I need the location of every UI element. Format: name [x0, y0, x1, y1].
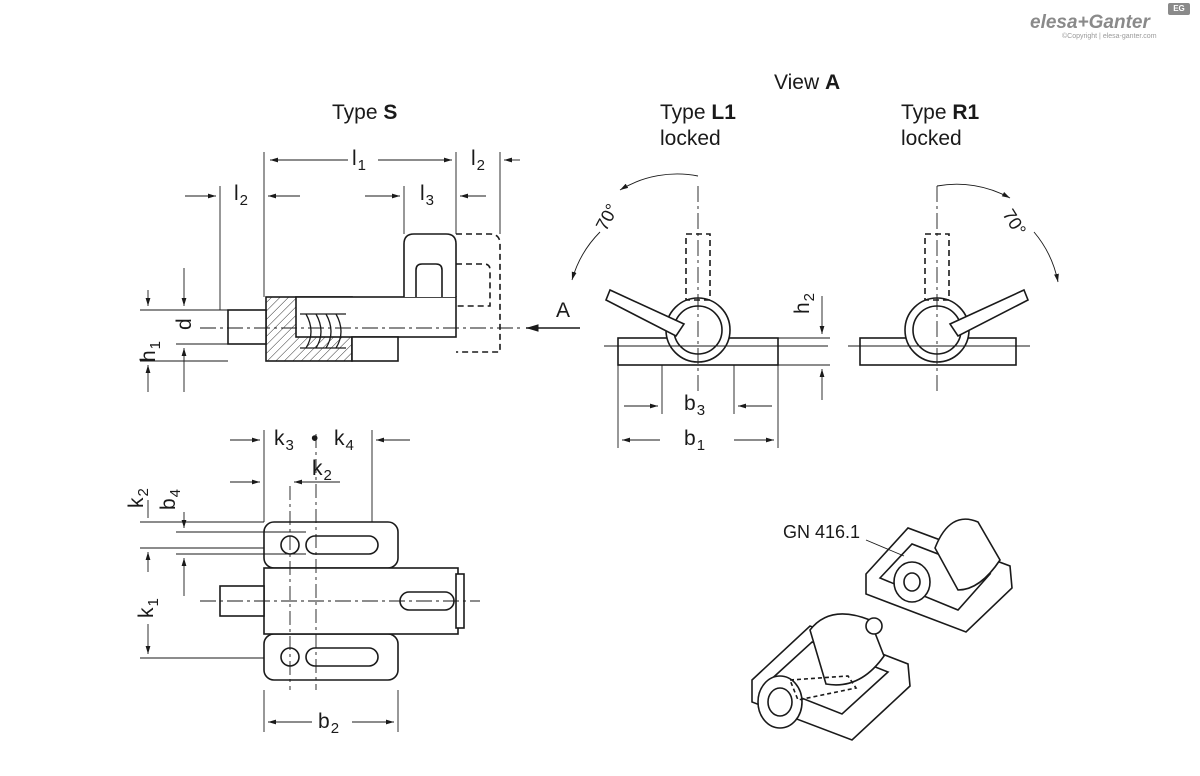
type-l1-view	[571, 173, 828, 394]
dim-l2-left: l2	[234, 182, 249, 209]
spring	[300, 313, 346, 349]
type-l1-dimension-lines	[617, 296, 830, 448]
dim-b2: b2	[318, 710, 340, 737]
brand-copyright: ©Copyright | elesa-ganter.com	[1062, 33, 1157, 40]
arrow-a-label: A	[556, 299, 571, 322]
type-s-side-view	[200, 233, 520, 362]
product-illustration-gn416	[865, 518, 1013, 633]
angle-label-r1: 70°	[999, 206, 1030, 240]
dim-b4: b4	[157, 488, 184, 510]
dim-l3: l3	[420, 182, 435, 209]
dim-k3: k3	[274, 427, 294, 454]
angle-labels: 70° 70°	[592, 200, 1030, 239]
dim-b3: b3	[684, 392, 706, 419]
dim-b1: b1	[684, 427, 706, 454]
dim-center-dot: •	[311, 427, 319, 450]
angle-label-l1: 70°	[592, 200, 622, 233]
type-r1-view	[848, 183, 1059, 394]
type-s-top-dimension-lines	[140, 430, 410, 732]
dim-d: d	[173, 318, 196, 330]
view-a-title: View A	[774, 71, 841, 94]
type-r1-title: Type R1	[901, 101, 980, 124]
type-s-top-view	[200, 434, 480, 690]
type-l1-title: Type L1	[660, 101, 736, 124]
type-s-title: Type S	[332, 101, 398, 124]
dim-k4: k4	[334, 427, 354, 454]
dim-h1: h1	[137, 340, 164, 362]
brand-badge: EG	[1168, 3, 1190, 15]
dim-h2: h2	[791, 292, 818, 314]
type-r1-state: locked	[901, 127, 962, 150]
dim-k1: k1	[135, 598, 162, 618]
dim-k2-top: k2	[312, 457, 332, 484]
dim-l1: l1	[352, 147, 367, 174]
type-l1-state: locked	[660, 127, 721, 150]
dim-l2-top: l2	[471, 147, 486, 174]
brand-logo: elesa+Ganter	[1030, 12, 1150, 33]
product-illustration-locked	[751, 613, 911, 741]
product-label-leader	[865, 539, 905, 557]
type-s-dimension-lines	[140, 152, 580, 392]
dim-k2-left: k2	[125, 488, 152, 508]
product-label: GN 416.1	[783, 522, 861, 542]
